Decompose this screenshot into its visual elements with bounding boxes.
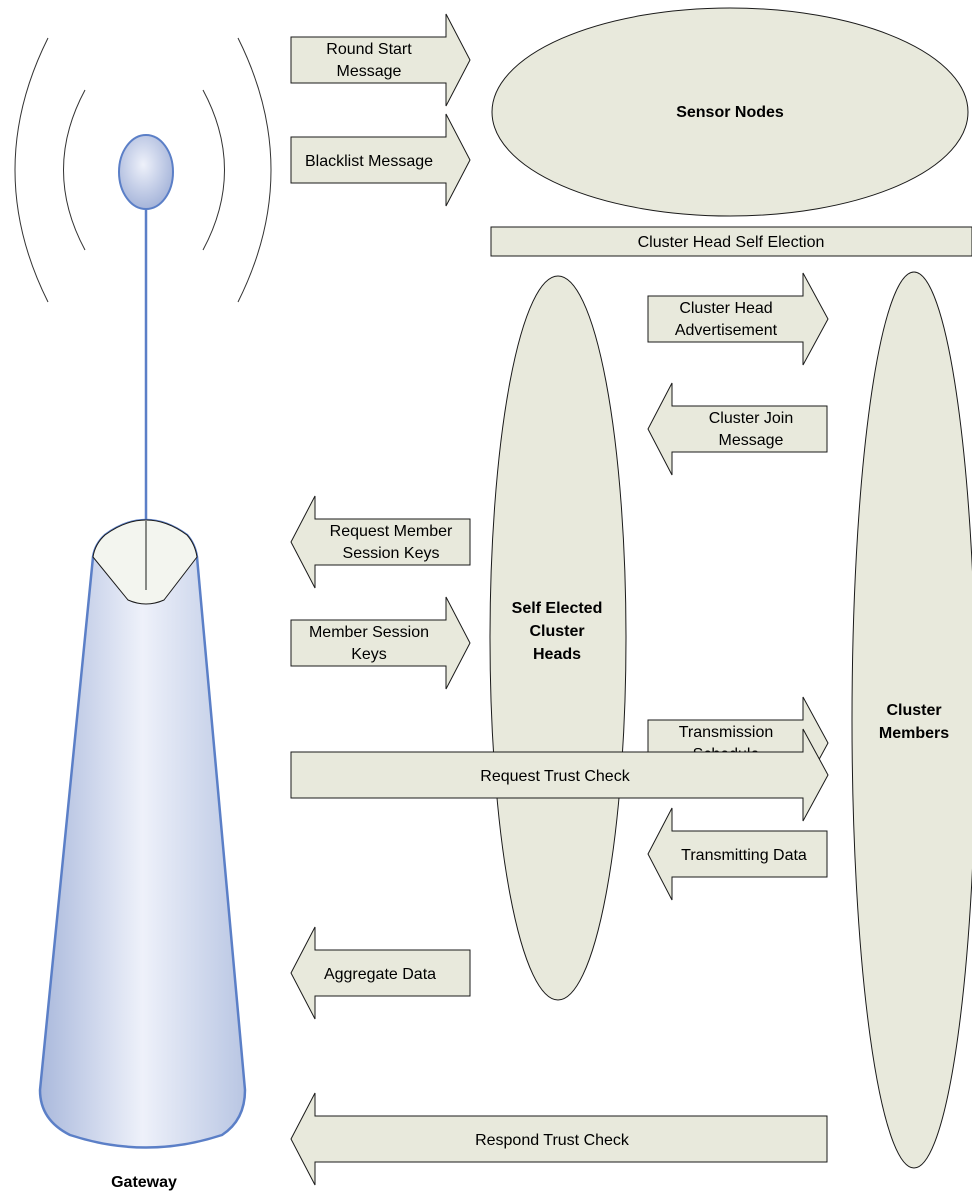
gateway-label: Gateway	[111, 1174, 177, 1191]
aggregate-label: Aggregate Data	[324, 966, 436, 983]
cluster-members-line-2: Members	[879, 725, 949, 742]
blacklist-label: Blacklist Message	[305, 153, 433, 170]
election-bar-label: Cluster Head Self Election	[638, 234, 825, 251]
arrow-blacklist	[290, 113, 471, 207]
join-line-2: Message	[719, 432, 784, 449]
request-keys-line-1: Request Member	[330, 523, 453, 540]
cluster-members-ellipse	[851, 271, 972, 1169]
arrow-respond-trust-check	[290, 1092, 828, 1186]
schedule-line-1: Transmission	[679, 724, 774, 741]
member-keys-line-1: Member Session	[309, 624, 429, 641]
election-bar	[490, 226, 972, 257]
cluster-members-line-1: Cluster	[886, 702, 941, 719]
arrow-transmitting-data	[647, 807, 828, 901]
antenna-bulb	[118, 134, 174, 210]
cluster-heads-line-3: Heads	[533, 646, 581, 663]
arrow-cluster-join	[647, 382, 828, 476]
round-start-line-2: Message	[337, 63, 402, 80]
radio-waves-icon	[14, 37, 272, 303]
ch-advert-line-2: Advertisement	[675, 322, 778, 339]
request-keys-line-2: Session Keys	[343, 545, 440, 562]
cluster-heads-line-2: Cluster	[529, 623, 584, 640]
sensor-nodes-ellipse	[491, 7, 969, 217]
arrow-ch-advertisement	[647, 272, 829, 366]
ch-advert-line-1: Cluster Head	[679, 300, 772, 317]
round-start-line-1: Round Start	[326, 41, 412, 58]
arrow-request-trust-check	[290, 728, 829, 822]
gateway-tower	[38, 518, 247, 1149]
join-line-1: Cluster Join	[709, 410, 793, 427]
arrow-round-start	[290, 13, 471, 107]
transmitting-label: Transmitting Data	[681, 847, 807, 864]
sensor-nodes-label: Sensor Nodes	[676, 104, 784, 121]
member-keys-line-2: Keys	[351, 646, 387, 663]
arrow-aggregate-data	[290, 926, 471, 1020]
cluster-heads-ellipse	[489, 275, 627, 1001]
arrow-request-member-keys	[290, 495, 471, 589]
arrow-member-keys	[290, 596, 471, 690]
cluster-heads-line-1: Self Elected	[512, 600, 603, 617]
respond-trust-label: Respond Trust Check	[475, 1132, 630, 1149]
request-trust-label: Request Trust Check	[480, 768, 630, 785]
